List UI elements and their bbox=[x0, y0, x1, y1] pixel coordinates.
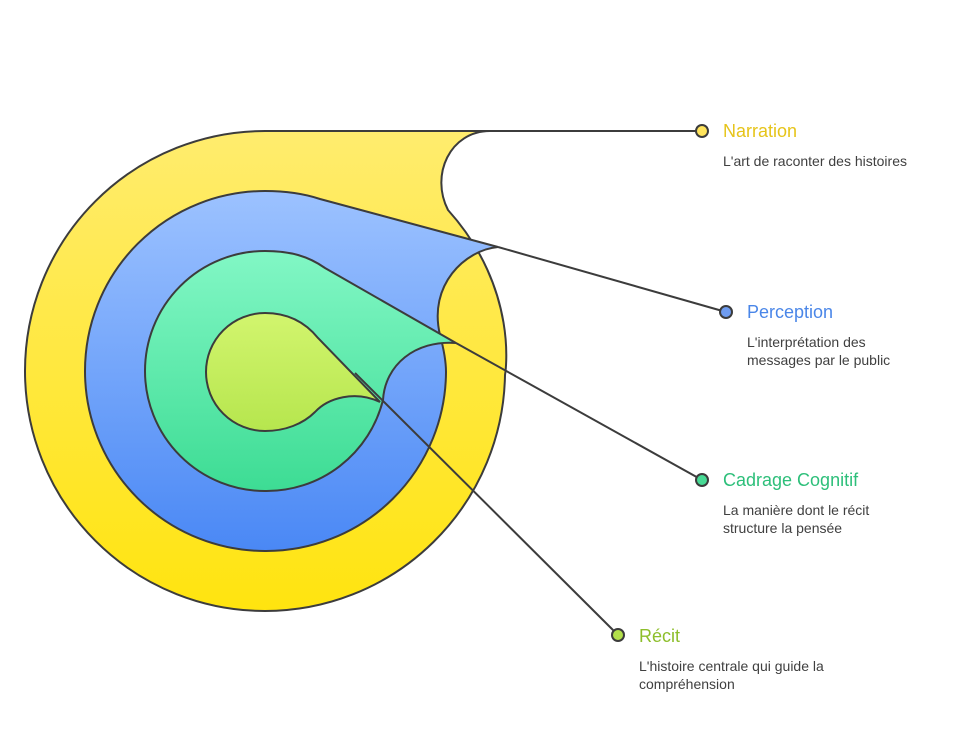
recit-description: L'histoire centrale qui guide la compréh… bbox=[639, 657, 824, 693]
connector-lines bbox=[354, 130, 727, 636]
recit-label: Récit L'histoire centrale qui guide la c… bbox=[639, 625, 824, 693]
recit-dot bbox=[611, 628, 625, 642]
perception-description-line: L'interprétation des bbox=[747, 334, 866, 350]
cadrage-description-line: La manière dont le récit bbox=[723, 502, 870, 518]
recit-description-line: L'histoire centrale qui guide la bbox=[639, 658, 824, 674]
cadrage-description: La manière dont le récit structure la pe… bbox=[723, 501, 869, 537]
recit-shape bbox=[204, 311, 381, 433]
narration-label: Narration L'art de raconter des histoire… bbox=[723, 120, 907, 170]
narration-description: L'art de raconter des histoires bbox=[723, 152, 907, 170]
perception-dot bbox=[719, 305, 733, 319]
cadrage-dot bbox=[695, 473, 709, 487]
perception-title: Perception bbox=[747, 302, 834, 322]
perception-description-line: messages par le public bbox=[747, 352, 891, 368]
cadrage-title: Cadrage Cognitif bbox=[723, 470, 859, 490]
narration-title: Narration bbox=[723, 121, 798, 141]
recit-title: Récit bbox=[639, 626, 681, 646]
connector-cadrage bbox=[455, 342, 703, 481]
recit-description-line: compréhension bbox=[639, 676, 735, 692]
connector-perception bbox=[497, 246, 727, 313]
perception-description: L'interprétation des messages par le pub… bbox=[747, 333, 890, 369]
narration-description-line: L'art de raconter des histoires bbox=[723, 153, 907, 169]
narration-dot bbox=[695, 124, 709, 138]
connector-recit bbox=[354, 372, 619, 636]
cadrage-description-line: structure la pensée bbox=[723, 520, 843, 536]
perception-label: Perception L'interprétation des messages… bbox=[747, 301, 890, 369]
cadrage-label: Cadrage Cognitif La manière dont le réci… bbox=[723, 469, 869, 537]
